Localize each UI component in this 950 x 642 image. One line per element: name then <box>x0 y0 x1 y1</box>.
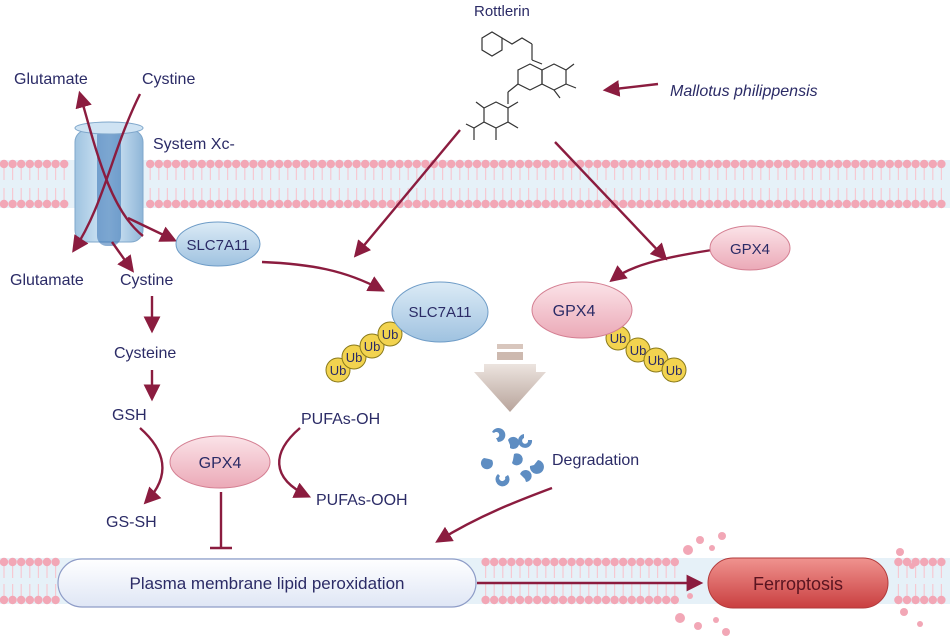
ub-slc7a11-3 <box>377 321 403 347</box>
pufas-ooh-label: PUFAs-OOH <box>316 492 408 509</box>
degradation-label: Degradation <box>552 452 639 469</box>
droplet <box>687 593 693 599</box>
xc-to-slc7a11-arrow <box>127 216 178 242</box>
glutamate-out-label: Glutamate <box>14 71 88 88</box>
cystine-import-arrow <box>72 93 142 253</box>
cysteine-label: Cysteine <box>114 345 176 362</box>
gsh-to-gssh-arrow <box>139 427 164 505</box>
gssh-label: GS-SH <box>106 514 157 531</box>
transporter-arrows <box>72 90 178 273</box>
ub-label: Ub <box>382 327 399 342</box>
rottlerin-structure-icon <box>465 31 577 140</box>
droplet <box>718 532 726 540</box>
mallotus-label: Mallotus philippensis <box>670 83 818 100</box>
droplet <box>896 548 904 556</box>
slc7a11-ubiquitination-arrow <box>261 260 385 292</box>
labels: Rottlerin Mallotus philippensis Glutamat… <box>10 3 843 594</box>
gpx4-inhibition <box>210 492 232 550</box>
glutamate-export-arrow <box>75 90 144 237</box>
gpx4-ub-label: GPX4 <box>553 303 596 320</box>
cystine-in-label: Cystine <box>120 272 173 289</box>
degradation-arrow <box>474 344 546 412</box>
droplet <box>675 613 685 623</box>
droplet <box>683 545 693 555</box>
gpx4-lower-shape <box>169 435 271 489</box>
ferroptosis-box <box>707 557 889 609</box>
lipid-peroxidation-box <box>57 558 477 608</box>
ub-label: Ub <box>610 331 627 346</box>
rottlerin-to-slc7a11-arrow <box>353 129 461 258</box>
rottlerin-to-gpx4-arrow <box>554 141 668 261</box>
lipid-peroxidation-label: Plasma membrane lipid peroxidation <box>130 574 405 593</box>
protein-shapes <box>57 221 889 609</box>
droplet <box>900 608 908 616</box>
ferroptosis-label: Ferroptosis <box>753 574 843 594</box>
droplet <box>722 628 730 636</box>
slc7a11-membrane-shape <box>175 221 261 267</box>
system-xc-label: System Xc- <box>153 136 235 153</box>
flow-arrows <box>139 80 713 592</box>
cystine-out-label: Cystine <box>142 71 195 88</box>
ub-label: Ub <box>666 363 683 378</box>
gsh-label: GSH <box>112 407 147 424</box>
ub-slc7a11-2 <box>359 333 385 359</box>
ub-label: Ub <box>364 339 381 354</box>
pufas-oh-label: PUFAs-OH <box>301 411 380 428</box>
slc7a11-ubiquitinated-shape <box>391 281 489 343</box>
gpx4-free-label: GPX4 <box>730 241 770 258</box>
source-to-rottlerin-arrow <box>602 80 659 97</box>
ub-gpx4-3 <box>661 357 687 383</box>
droplet <box>713 617 719 623</box>
droplet <box>917 621 923 627</box>
droplet <box>694 622 702 630</box>
gpx4-ubiquitination-arrow <box>609 248 713 283</box>
gpx4-ubiquitinated-shape <box>531 281 633 339</box>
upper-membrane <box>0 159 950 209</box>
degradation-fragments-icon <box>480 428 544 487</box>
slc7a11-ub-label: SLC7A11 <box>408 304 471 321</box>
degradation-to-lipid-arrow <box>435 486 553 543</box>
rottlerin-label: Rottlerin <box>474 3 530 20</box>
droplet <box>709 545 715 551</box>
gpx4-free-shape <box>709 225 791 271</box>
ub-label: Ub <box>648 353 665 368</box>
droplet <box>696 536 704 544</box>
pufas-oh-to-ooh-arrow <box>278 427 312 498</box>
ub-label: Ub <box>346 350 363 365</box>
gpx4-lower-label: GPX4 <box>199 455 242 472</box>
glutamate-in-label: Glutamate <box>10 272 84 289</box>
membrane-rupture-droplets <box>675 532 923 636</box>
ub-slc7a11-1 <box>341 344 367 370</box>
cystine-inward-arrow <box>111 241 135 273</box>
slc7a11-label: SLC7A11 <box>186 237 249 254</box>
ub-label: Ub <box>330 363 347 378</box>
ub-label: Ub <box>630 343 647 358</box>
droplet <box>909 563 915 569</box>
